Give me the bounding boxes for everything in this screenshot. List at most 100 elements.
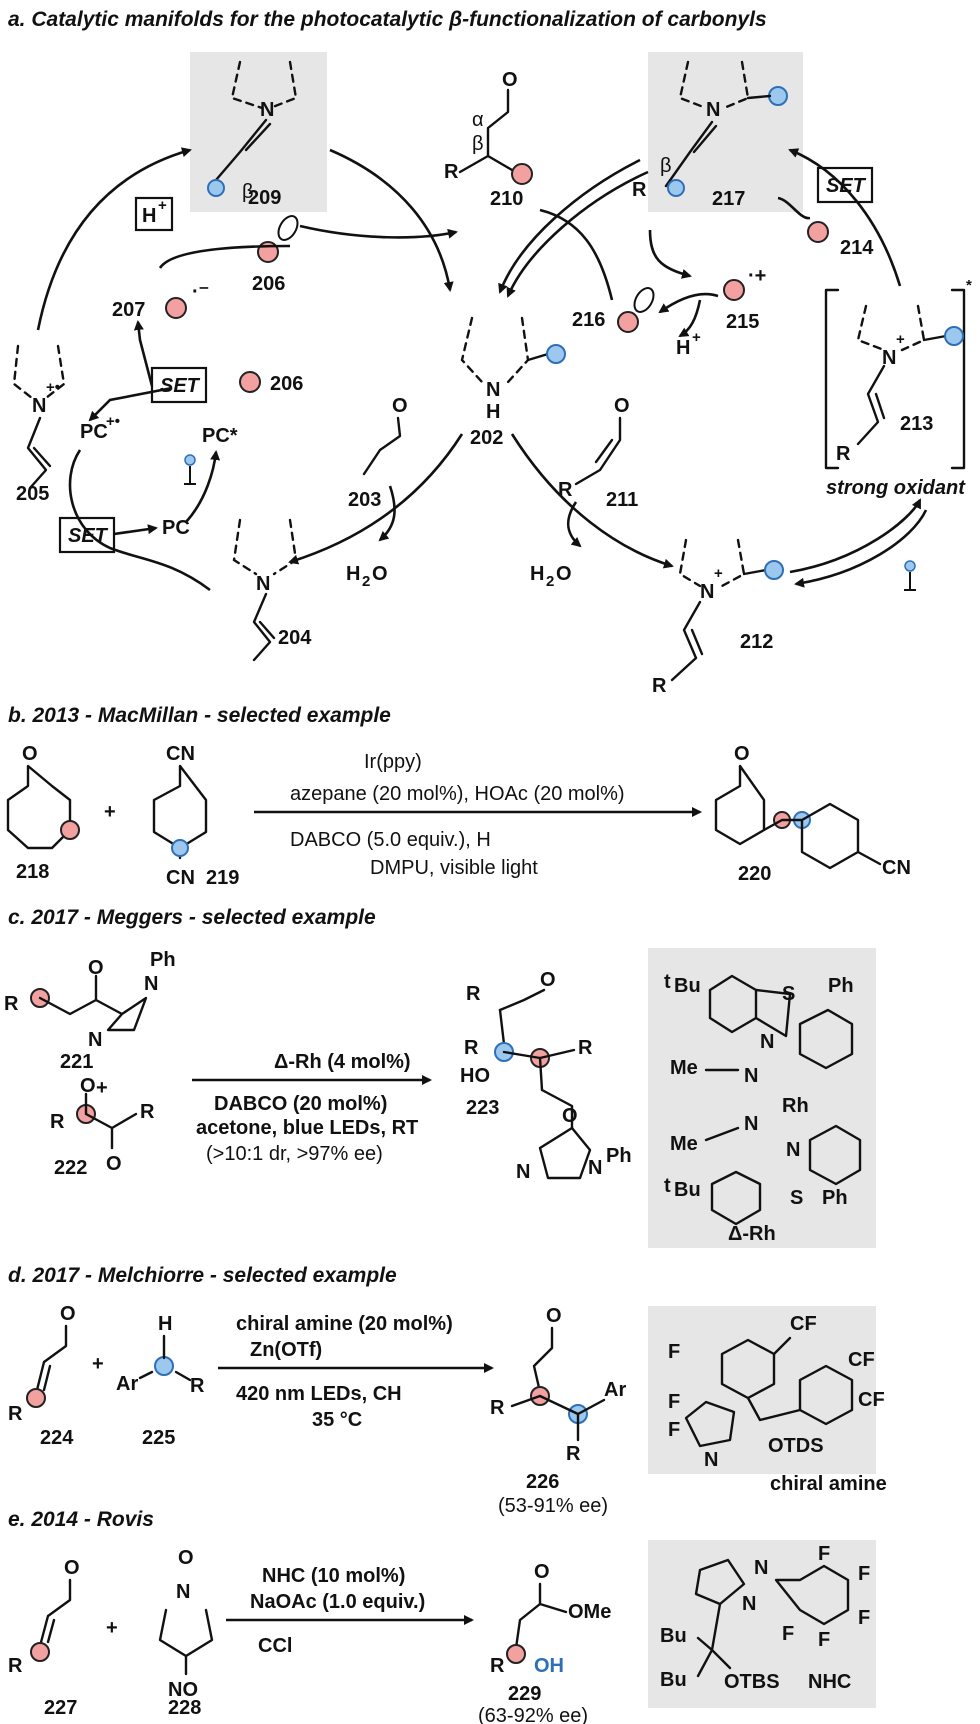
o1-223: O (540, 969, 556, 991)
compound-224: 224 (40, 1427, 74, 1449)
r1-226: R (490, 1397, 505, 1419)
structure-202: N H 202 (460, 316, 566, 449)
pc-radical-cation: PC (80, 421, 108, 443)
cond-b3: DABCO (5.0 equiv.), H (290, 829, 491, 851)
f3c-label: F (668, 1341, 680, 1363)
alpha-210: α (472, 109, 484, 131)
n1-nhc: N (754, 1557, 768, 1579)
compound-202: 202 (470, 427, 503, 449)
strong-oxidant-label: strong oxidant (826, 477, 966, 499)
water-1-sub: 2 (362, 573, 370, 590)
cn-220: CN (882, 857, 911, 879)
h-plus-215-sup: + (692, 329, 701, 346)
blue-site-217b (667, 179, 685, 197)
section-d-title: d. 2017 - Melchiorre - selected example (8, 1264, 397, 1287)
tbu-bottom-sup: t (664, 1175, 671, 1197)
structure-delta-rh: t Bu S N Ph Me N Rh N Me N t Bu S Ph Δ-R… (664, 971, 862, 1245)
f-nhc-3: F (858, 1607, 870, 1629)
n-bottom: N (786, 1139, 800, 1161)
structure-204: N 204 (232, 518, 312, 662)
bu-1: Bu (660, 1625, 687, 1647)
compound-203: 203 (348, 489, 381, 511)
cycle-arrows (36, 147, 928, 591)
me-bottom: Me (670, 1133, 698, 1155)
h-plus-label: H (142, 205, 156, 227)
compound-220: 220 (738, 863, 771, 885)
f-nhc-1: F (818, 1543, 830, 1565)
ome-229: OMe (568, 1601, 611, 1623)
blue-site-217a (768, 86, 788, 106)
cond-d1: chiral amine (20 mol%) (236, 1313, 453, 1335)
ph-top: Ph (828, 975, 854, 997)
o1-222: O (80, 1075, 96, 1097)
f-nhc-5: F (782, 1623, 794, 1645)
set-box-214: SET (816, 166, 874, 204)
compound-214: 214 (840, 237, 874, 259)
blue-site-202 (546, 344, 566, 364)
blue-site-213 (944, 326, 964, 346)
r2-222: R (50, 1111, 65, 1133)
n-label-202: N (486, 379, 500, 401)
o-label-220: O (734, 743, 750, 765)
cond-d3: 420 nm LEDs, CH (236, 1383, 402, 1405)
water-2-o: O (556, 563, 572, 585)
compound-205: 205 (16, 483, 49, 505)
cond-e4: (63-92% ee) (478, 1705, 588, 1724)
tbu-bottom: Bu (674, 1179, 701, 1201)
compound-219: 219 (206, 867, 239, 889)
structure-chiral-amine: CF F CF CF F F N OTDS chiral amine (668, 1313, 887, 1495)
h-plus-215: H (676, 337, 690, 359)
compound-213: 213 (900, 413, 933, 435)
red-site-229 (506, 1644, 526, 1664)
cn-bottom-219: CN (166, 867, 195, 889)
blue-site-209 (207, 179, 225, 197)
r1-221: R (4, 993, 19, 1015)
cation-mark-215: ·+ (748, 265, 766, 287)
r-213: R (836, 443, 851, 465)
radical-cation-205: +• (46, 379, 60, 396)
cf3-3: CF (858, 1389, 885, 1411)
structure-219: CN CN 219 (152, 743, 239, 889)
n-label-217: N (706, 99, 720, 121)
s-bottom: S (790, 1187, 803, 1209)
panel-nhc (648, 1540, 876, 1708)
o-label-227: O (64, 1557, 80, 1579)
r2-225: R (190, 1375, 205, 1397)
cond-e1: NHC (10 mol%) (262, 1565, 405, 1587)
r1-223: R (578, 1037, 593, 1059)
cond-c3: acetone, blue LEDs, RT (196, 1117, 418, 1139)
n-label-228: N (176, 1581, 190, 1603)
n-label-209: N (260, 99, 274, 121)
compound-227: 227 (44, 1697, 77, 1719)
r1-224: R (8, 1403, 23, 1425)
o-label-228: O (178, 1547, 194, 1569)
structure-226: O R Ar R 226 (53-91% ee) (490, 1305, 626, 1517)
anion-mark-207: ·⁻ (192, 281, 209, 303)
structure-217: N R β 217 (632, 60, 788, 210)
water-1: H (346, 563, 360, 585)
cond-e3: CCl (258, 1635, 292, 1657)
excited-star-213: * (966, 277, 972, 294)
compound-210: 210 (490, 188, 523, 210)
o-label-211: O (614, 395, 630, 417)
compound-223: 223 (466, 1097, 499, 1119)
r3-223: R (466, 983, 481, 1005)
structure-210: O α β R 210 (444, 69, 533, 210)
structure-212: N + R 212 (652, 538, 784, 697)
cond-b2: azepane (20 mol%), HOAc (20 mol%) (290, 783, 625, 805)
n-label-213: N (882, 347, 896, 369)
h-label-202: H (486, 401, 500, 423)
bu-2: Bu (660, 1669, 687, 1691)
red-site-218 (60, 820, 80, 840)
structure-227: O R 227 (8, 1557, 80, 1719)
structure-213: * N + R 213 (824, 277, 972, 470)
o2-223: O (562, 1105, 578, 1127)
red-site-207 (165, 297, 187, 319)
compound-209: 209 (248, 187, 281, 209)
oh-229: OH (534, 1655, 564, 1677)
h-plus-box: H + (134, 196, 174, 232)
beta-210: β (472, 133, 484, 155)
compound-207: 207 (112, 299, 145, 321)
cond-e2: NaOAc (1.0 equiv.) (250, 1591, 425, 1613)
nh-amine: N (704, 1449, 718, 1471)
